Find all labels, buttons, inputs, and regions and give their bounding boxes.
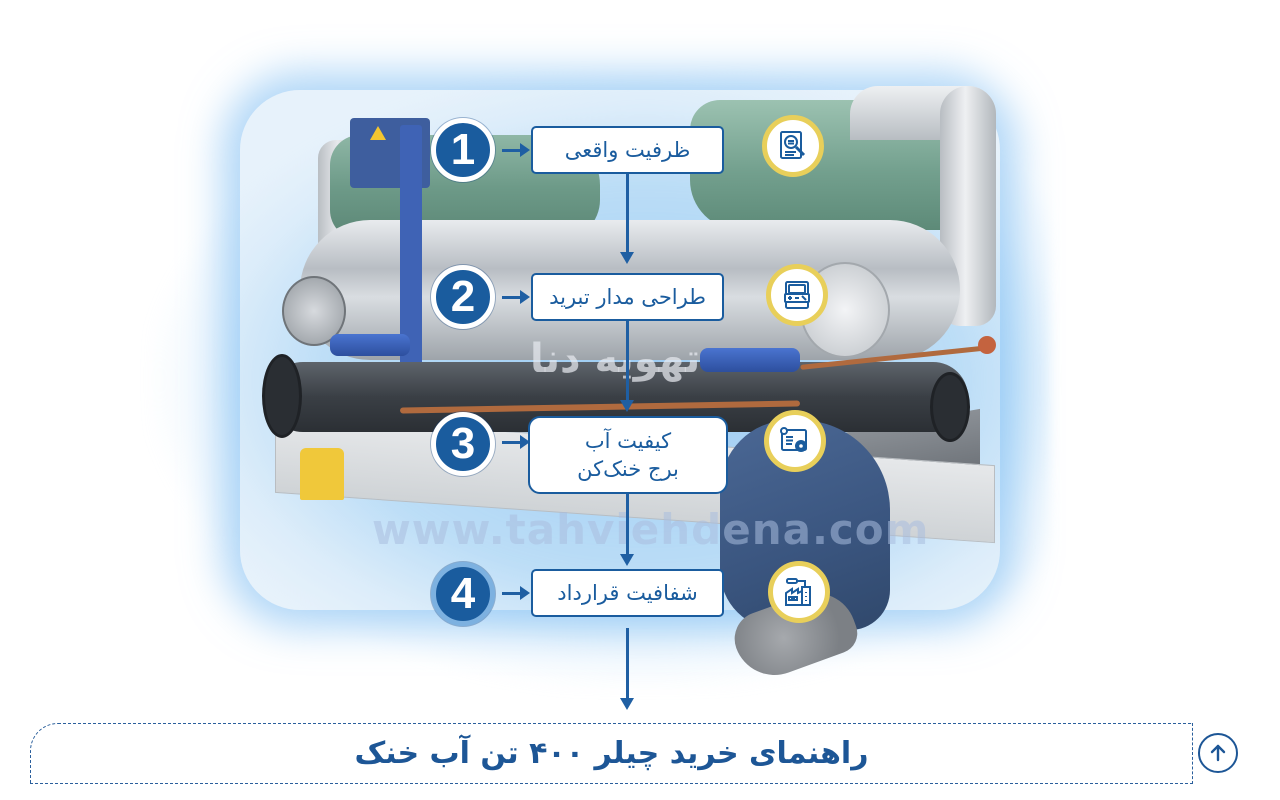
step-1-arrow xyxy=(502,143,530,157)
step-4-badge xyxy=(768,561,830,623)
step-1-box: ظرفیت واقعی xyxy=(531,126,724,174)
document-search-icon xyxy=(780,131,806,159)
filter-drier-left xyxy=(330,334,410,356)
step-3-badge xyxy=(764,410,826,472)
connector-arrow-2-3 xyxy=(620,320,634,412)
step-2-number: 2 xyxy=(431,265,495,329)
step-4-box: شفافیت قرارداد xyxy=(531,569,724,617)
calculator-display-icon xyxy=(784,281,810,309)
step-2-arrow xyxy=(502,290,530,304)
step-3-arrow xyxy=(502,435,530,449)
filter-drier-right xyxy=(700,348,800,372)
title-banner: راهنمای خرید چیلر ۴۰۰ تن آب خنک xyxy=(30,723,1193,784)
step-1-badge xyxy=(762,115,824,177)
watermark-brand: تهویه دنا xyxy=(530,336,701,382)
step-1-label: ظرفیت واقعی xyxy=(564,137,691,162)
connector-arrow-3-4 xyxy=(620,494,634,566)
step-3-label-line-1: کیفیت آب xyxy=(584,428,672,453)
copper-cap xyxy=(978,336,996,354)
step-1-number: 1 xyxy=(431,118,495,182)
step-3-label-line-2: برج خنک‌کن xyxy=(577,457,679,481)
connector-arrow-1-2 xyxy=(620,172,634,264)
step-2-label: طراحی مدار تبرید xyxy=(549,284,706,309)
lifting-plate xyxy=(300,448,344,500)
step-2-badge xyxy=(766,264,828,326)
scroll-to-top-button[interactable] xyxy=(1198,733,1238,773)
step-3-number: 3 xyxy=(431,412,495,476)
step-2-box: طراحی مدار تبرید xyxy=(531,273,724,321)
condenser-flange-left xyxy=(262,354,302,438)
page-title: راهنمای خرید چیلر ۴۰۰ تن آب خنک xyxy=(354,736,869,771)
step-4-label: شفافیت قرارداد xyxy=(557,580,698,605)
vertical-conduit xyxy=(400,125,422,365)
step-4-arrow xyxy=(502,586,530,600)
condenser-flange-right xyxy=(930,372,970,442)
step-3-box: کیفیت آب برج خنک‌کن xyxy=(528,416,728,494)
warning-icon xyxy=(370,126,386,140)
settings-document-icon xyxy=(780,427,807,452)
arrow-up-icon xyxy=(1210,744,1226,762)
step-4-number: 4 xyxy=(431,562,495,626)
connector-arrow-4-title xyxy=(620,628,634,710)
factory-icon xyxy=(785,578,811,606)
watermark-url: www.tahviehdena.com xyxy=(372,505,930,554)
